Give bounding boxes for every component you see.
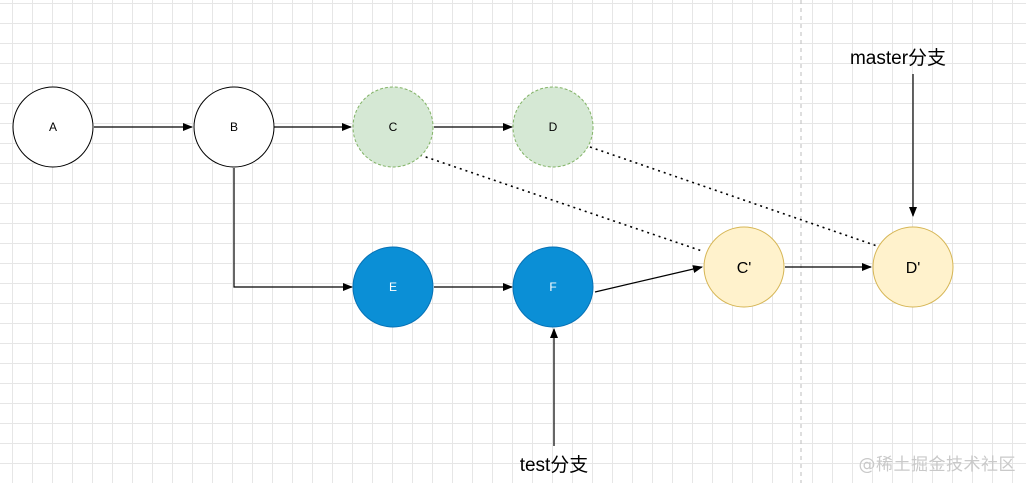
node-f-circle xyxy=(512,246,594,328)
node-b-circle xyxy=(193,86,275,168)
node-d-circle xyxy=(512,86,594,168)
node-c-prime-label: C' xyxy=(737,260,752,277)
node-a-label: A xyxy=(49,120,57,134)
node-c-circle xyxy=(352,86,434,168)
test-branch-label: test分支 xyxy=(520,454,589,476)
watermark-text: @稀土掘金技术社区 xyxy=(858,455,1016,475)
node-a-circle xyxy=(12,86,94,168)
node-d: D xyxy=(512,86,594,168)
node-e-label: E xyxy=(389,280,397,294)
edge-f-c-prime xyxy=(594,265,703,293)
edge-c-c-prime-dotted xyxy=(419,154,703,252)
node-b-label: B xyxy=(230,120,238,134)
node-f-label: F xyxy=(549,280,556,294)
node-c: C xyxy=(352,86,434,168)
node-c-label: C xyxy=(389,120,398,134)
node-b: B xyxy=(193,86,275,168)
node-c-prime: C' xyxy=(703,226,785,308)
edges-group xyxy=(94,74,917,446)
node-a: A xyxy=(12,86,94,168)
node-f: F xyxy=(512,246,594,328)
node-e-circle xyxy=(352,246,434,328)
node-c-prime-circle xyxy=(703,226,785,308)
edge-b-e xyxy=(233,168,353,291)
node-e: E xyxy=(352,246,434,328)
node-d-prime-circle xyxy=(872,226,954,308)
node-d-prime: D' xyxy=(872,226,954,308)
node-d-prime-label: D' xyxy=(906,260,921,277)
node-d-label: D xyxy=(549,120,558,134)
master-branch-label: master分支 xyxy=(850,47,946,69)
